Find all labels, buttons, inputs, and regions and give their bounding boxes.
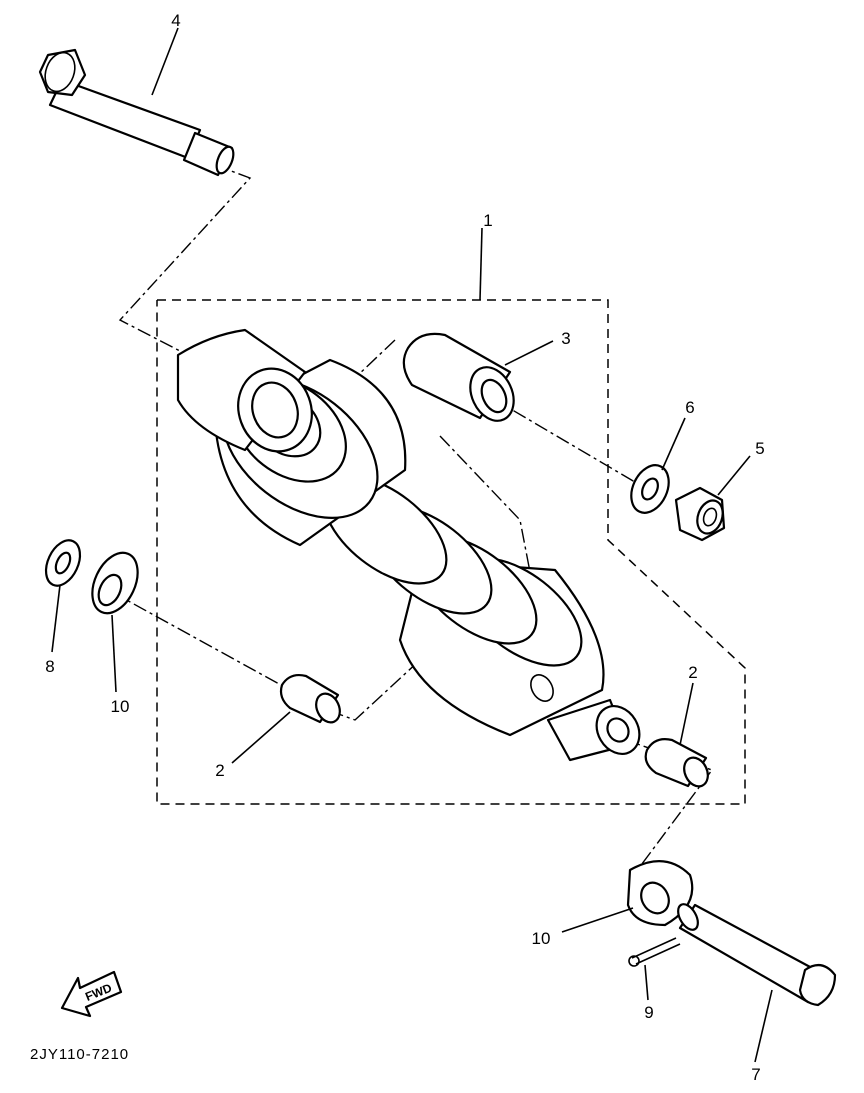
rear-shock-absorber: [176, 328, 641, 762]
collar: [402, 332, 515, 422]
callout-6: 6: [685, 398, 694, 417]
leader-10b: [561, 907, 634, 933]
callout-2-left: 2: [215, 761, 224, 780]
callout-7: 7: [751, 1065, 760, 1084]
bushing-right: [644, 738, 709, 788]
collar-axis-line: [491, 397, 641, 486]
lower-mount-bolt: [677, 903, 837, 1007]
leader-10a: [111, 614, 117, 693]
leader-7: [754, 989, 773, 1063]
callout-4: 4: [171, 11, 180, 30]
assembly-boundary: [156, 299, 746, 805]
callout-5: 5: [755, 439, 764, 458]
callout-2-right: 2: [688, 663, 697, 682]
lower-left-axis: [111, 591, 291, 691]
washer-left-hole: [54, 551, 72, 575]
leader-8: [51, 584, 61, 653]
callout-1: 1: [483, 211, 492, 230]
callout-10-left: 10: [111, 697, 130, 716]
leader-2a: [231, 711, 291, 764]
oil-seal-right: [626, 860, 694, 927]
bushing-left: [279, 673, 341, 724]
leader-1: [479, 227, 483, 301]
washer-hole: [641, 477, 659, 501]
leader-3: [504, 340, 554, 366]
cotter-pin: [628, 937, 681, 967]
leader-6: [661, 417, 686, 471]
callout-10-right: 10: [532, 929, 551, 948]
bolt-axis-line: [118, 164, 252, 353]
upper-mount-bolt: [38, 48, 235, 177]
callout-9: 9: [644, 1003, 653, 1022]
leader-9: [644, 964, 649, 1001]
nut: [674, 486, 726, 542]
forward-direction-arrow: FWD: [60, 970, 123, 1018]
leader-5: [717, 455, 751, 496]
leader-4: [151, 27, 179, 96]
oil-seal-left-inner: [97, 573, 123, 607]
callout-8: 8: [45, 657, 54, 676]
diagram-code: 2JY110-7210: [30, 1046, 129, 1063]
leader-2b: [679, 682, 694, 746]
callout-3: 3: [561, 329, 570, 348]
